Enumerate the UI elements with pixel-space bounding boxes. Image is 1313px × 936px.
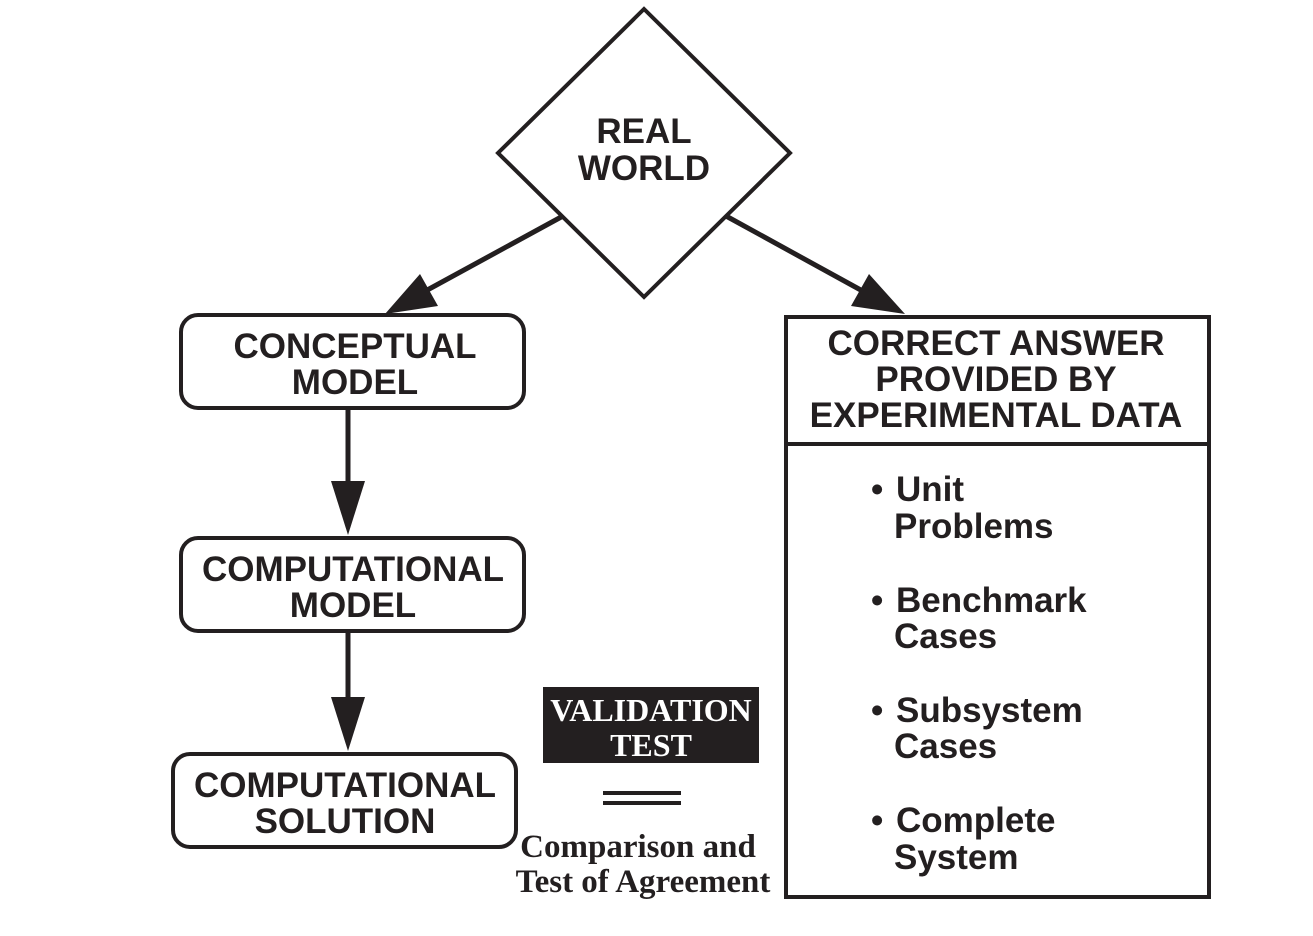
experimental-list: • Unit Problems • Benchmark Cases • Subs… bbox=[871, 470, 1087, 877]
list-item-line1: Unit bbox=[896, 470, 964, 509]
conceptual-model-label-line2: MODEL bbox=[292, 363, 418, 402]
validation-caption-line2: Test of Agreement bbox=[516, 864, 771, 900]
bullet-icon: • bbox=[871, 801, 883, 840]
computational-model-node: COMPUTATIONAL MODEL bbox=[179, 536, 526, 633]
correct-answer-box bbox=[784, 315, 1211, 899]
conceptual-model-box bbox=[179, 313, 526, 410]
computational-solution-node: COMPUTATIONAL SOLUTION bbox=[171, 752, 518, 849]
experimental-list-item: • Complete System bbox=[871, 801, 1055, 877]
bullet-icon: • bbox=[871, 581, 883, 620]
arrow-head bbox=[331, 481, 365, 535]
real-world-diamond bbox=[495, 6, 793, 300]
arrow-head bbox=[385, 274, 438, 314]
computational-solution-label-line2: SOLUTION bbox=[255, 802, 436, 841]
experimental-list-item: • Benchmark Cases bbox=[871, 581, 1087, 656]
validation-test-block: VALIDATION TEST Comparison and Test of A… bbox=[516, 687, 771, 900]
correct-answer-label-line3: EXPERIMENTAL DATA bbox=[810, 396, 1183, 435]
conceptual-model-node: CONCEPTUAL MODEL bbox=[179, 313, 526, 410]
arrow-conceptual-to-computational-model bbox=[331, 408, 365, 535]
correct-answer-label-line2: PROVIDED BY bbox=[875, 360, 1116, 399]
computational-solution-box bbox=[171, 752, 518, 849]
real-world-node: REAL WORLD bbox=[495, 6, 793, 300]
validation-caption-line1: Comparison and bbox=[520, 829, 756, 865]
experimental-list-item: • Subsystem Cases bbox=[871, 691, 1083, 766]
real-world-label-line1: REAL bbox=[596, 112, 691, 151]
real-world-label-line2: WORLD bbox=[578, 149, 710, 188]
bullet-icon: • bbox=[871, 691, 883, 730]
correct-answer-label-line1: CORRECT ANSWER bbox=[827, 324, 1164, 363]
list-item-line2: Cases bbox=[894, 617, 997, 656]
experimental-list-item: • Unit Problems bbox=[871, 470, 1054, 546]
arrow-real-world-to-conceptual bbox=[385, 213, 565, 314]
bullet-icon: • bbox=[871, 470, 883, 509]
list-item-line1: Benchmark bbox=[896, 581, 1087, 620]
arrow-head bbox=[851, 274, 905, 314]
validation-test-badge bbox=[543, 687, 759, 763]
list-item-line2: Cases bbox=[894, 727, 997, 766]
computational-model-label-line2: MODEL bbox=[290, 586, 416, 625]
list-item-line1: Complete bbox=[896, 801, 1055, 840]
computational-model-box bbox=[179, 536, 526, 633]
validation-test-label-line2: TEST bbox=[610, 727, 692, 763]
arrow-head bbox=[331, 697, 365, 751]
validation-test-label-line1: VALIDATION bbox=[550, 692, 752, 728]
computational-model-label-line1: COMPUTATIONAL bbox=[202, 550, 504, 589]
arrow-line bbox=[418, 213, 565, 297]
arrow-real-world-to-correct-answer bbox=[724, 213, 905, 314]
list-item-line1: Subsystem bbox=[896, 691, 1083, 730]
computational-solution-label-line1: COMPUTATIONAL bbox=[194, 766, 496, 805]
conceptual-model-label-line1: CONCEPTUAL bbox=[233, 327, 476, 366]
list-item-line2: Problems bbox=[894, 507, 1054, 546]
arrow-line bbox=[724, 213, 870, 297]
correct-answer-node: CORRECT ANSWER PROVIDED BY EXPERIMENTAL … bbox=[784, 315, 1211, 899]
arrow-computational-model-to-solution bbox=[331, 631, 365, 751]
equals-sign-icon bbox=[603, 791, 681, 805]
list-item-line2: System bbox=[894, 838, 1019, 877]
